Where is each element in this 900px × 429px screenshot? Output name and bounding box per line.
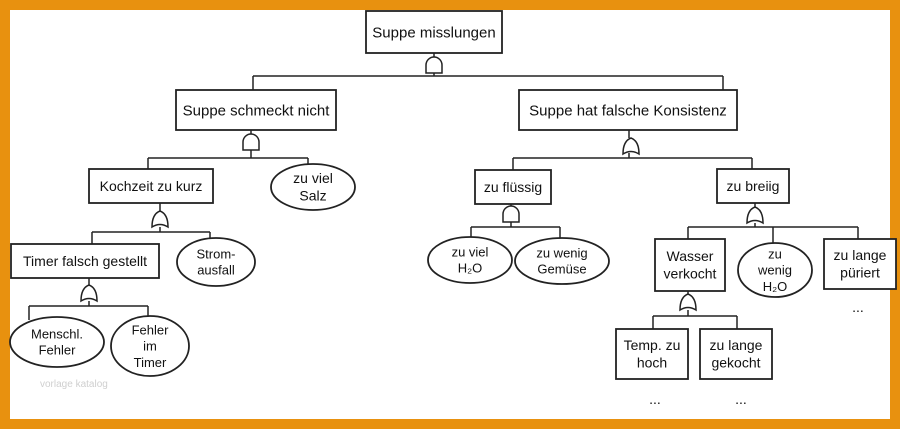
event-box [365,10,503,54]
event-box [10,243,160,279]
basic-event-ellipse [514,237,610,285]
or-gate-breiig [746,206,764,225]
event-box [823,238,897,290]
node-label: H₂O [458,261,483,276]
node-menschl: Menschl. Fehler [9,316,105,368]
event-box [615,328,689,380]
or-gate-kochzeit [151,210,169,229]
and-gate-schmeckt [242,133,260,151]
node-label: Suppe schmeckt nicht [183,102,331,119]
basic-event-ellipse [427,236,513,284]
node-label: Suppe hat falsche Konsistenz [529,102,727,119]
node-strom: Strom-ausfall [176,237,256,287]
node-label: H₂O [763,279,788,294]
event-box [699,328,773,380]
node-label: wenig [757,263,792,278]
node-label: zu lange [710,337,763,353]
node-label: zu flüssig [484,179,542,195]
node-label: Timer falsch gestellt [23,253,147,269]
node-kochzeit: Kochzeit zu kurz [88,168,214,204]
node-label: Fehler [39,343,77,358]
node-label: Salz [299,188,326,204]
and-gate-fluessig [502,205,520,223]
node-label: Strom- [197,246,236,261]
event-box [474,169,552,205]
node-label: Fehler [132,322,170,337]
basic-event-ellipse [110,315,190,377]
node-label: zu viel [452,244,489,259]
node-label: ausfall [197,263,235,278]
node-wasser: Wasser verkocht [654,238,726,292]
node-temp: Temp. zu hoch [615,328,689,380]
node-label: zu [768,246,782,261]
node-konsistenz: Suppe hat falsche Konsistenz [518,89,738,131]
basic-event-ellipse [176,237,256,287]
event-box [175,89,337,131]
continuation-dots: ... [735,391,747,407]
node-label: gekocht [711,355,760,371]
and-gate-root [425,56,443,74]
node-label: zu viel [293,170,333,186]
basic-event-ellipse [737,242,813,298]
continuation-dots: ... [649,391,661,407]
node-root: Suppe misslungen [365,10,503,54]
node-gekocht: zu lange gekocht [699,328,773,380]
event-box [716,168,790,204]
event-box [654,238,726,292]
node-breiig: zu breiig [716,168,790,204]
node-label: Wasser [667,248,714,264]
connector-lines [28,53,859,329]
node-schmeckt: Suppe schmeckt nicht [175,89,337,131]
event-box [518,89,738,131]
or-gate-wasser [679,293,697,312]
basic-event-ellipse [9,316,105,368]
node-label: verkocht [664,266,717,282]
node-label: püriert [840,265,880,281]
event-box [88,168,214,204]
node-label: Temp. zu [624,337,681,353]
node-label: Timer [134,355,167,370]
or-gate-konsistenz [622,137,640,156]
node-label: Gemüse [537,262,586,277]
continuation-dots: ... [852,299,864,315]
node-label: Suppe misslungen [372,24,495,41]
node-label: hoch [637,355,667,371]
node-puriert: zu lange püriert [823,238,897,290]
node-label: Menschl. [31,326,83,341]
node-timer: Timer falsch gestellt [10,243,160,279]
node-label: zu wenig [536,245,587,260]
node-label: Kochzeit zu kurz [100,178,203,194]
node-fluessig: zu flüssig [474,169,552,205]
or-gate-timer [80,284,98,303]
node-label: zu lange [834,247,887,263]
node-label: zu breiig [727,178,780,194]
watermark-text: vorlage katalog [40,379,108,390]
node-label: im [143,339,157,354]
basic-event-ellipse [270,163,356,211]
